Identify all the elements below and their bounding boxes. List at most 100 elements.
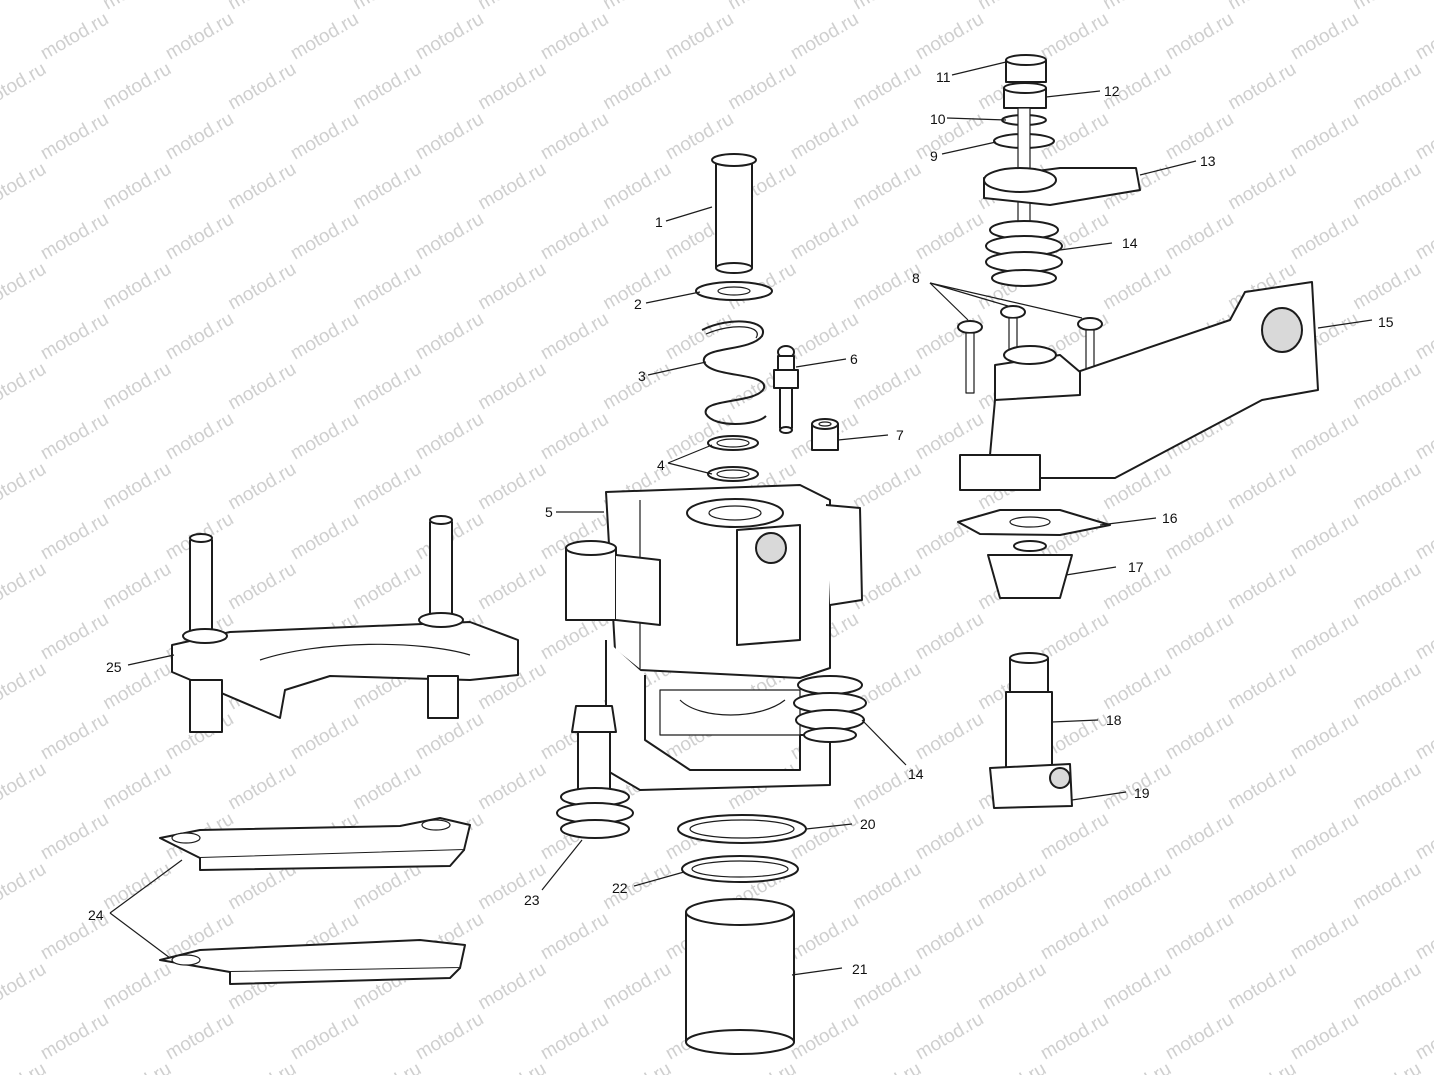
watermark-text: motod.ru: [850, 359, 925, 415]
watermark-text: motod.ru: [225, 559, 300, 615]
watermark-text: motod.ru: [162, 1009, 237, 1065]
watermark-text: motod.ru: [1350, 659, 1425, 715]
watermark-text: motod.ru: [850, 459, 925, 515]
watermark-text: motod.ru: [350, 59, 425, 115]
callout-labels: 1 2 3 4 5 6 7 8 9 10 11 12 13 14 14 15 1…: [88, 69, 1394, 977]
watermark-text: motod.ru: [350, 559, 425, 615]
watermark-text: motod.ru: [350, 459, 425, 515]
watermark-text: motod.ru: [787, 9, 862, 65]
watermark-text: motod.ru: [1412, 509, 1434, 565]
watermark-text: motod.ru: [100, 759, 175, 815]
callout-21: 21: [852, 961, 868, 977]
watermark-text: motod.ru: [1412, 909, 1434, 965]
watermark-text: motod.ru: [912, 309, 987, 365]
watermark-text: motod.ru: [662, 309, 737, 365]
watermark-text: motod.ru: [37, 509, 112, 565]
callout-5: 5: [545, 504, 553, 520]
watermark-text: motod.ru: [287, 309, 362, 365]
part-23-sleeve: [556, 705, 634, 839]
watermark-text: motod.ru: [0, 859, 50, 915]
watermark-text: motod.ru: [0, 759, 50, 815]
watermark-text: motod.ru: [350, 759, 425, 815]
watermark-text: motod.ru: [850, 1059, 925, 1075]
watermark-text: motod.ru: [975, 1059, 1050, 1075]
watermark-text: motod.ru: [1350, 859, 1425, 915]
watermark-text: motod.ru: [537, 9, 612, 65]
watermark-text: motod.ru: [1412, 809, 1434, 865]
watermark-text: motod.ru: [1225, 559, 1300, 615]
watermark-text: motod.ru: [1412, 209, 1434, 265]
callout-11: 11: [936, 69, 951, 85]
callout-20: 20: [860, 816, 876, 832]
watermark-text: motod.ru: [0, 659, 50, 715]
watermark-text: motod.ru: [850, 859, 925, 915]
watermark-text: motod.ru: [1037, 609, 1112, 665]
callout-19: 19: [1134, 785, 1150, 801]
watermark-text: motod.ru: [537, 109, 612, 165]
watermark-text: motod.ru: [537, 309, 612, 365]
watermark-text: motod.ru: [912, 209, 987, 265]
watermark-text: motod.ru: [1225, 0, 1300, 14]
watermark-text: motod.ru: [37, 709, 112, 765]
watermark-text: motod.ru: [1287, 809, 1362, 865]
watermark-text: motod.ru: [475, 0, 550, 14]
watermark-text: motod.ru: [912, 1009, 987, 1065]
part-3-spring: [701, 320, 767, 425]
callout-14-upper: 14: [1122, 235, 1138, 251]
watermark-text: motod.ru: [0, 1059, 50, 1075]
watermark-text: motod.ru: [225, 1059, 300, 1075]
watermark-text: motod.ru: [1287, 909, 1362, 965]
watermark-text: motod.ru: [1225, 59, 1300, 115]
callout-3: 3: [638, 368, 646, 384]
watermark-text: motod.ru: [787, 909, 862, 965]
watermark-text: motod.ru: [287, 709, 362, 765]
watermark-text: motod.ru: [412, 309, 487, 365]
watermark-text: motod.ru: [100, 159, 175, 215]
watermark-text: motod.ru: [1350, 759, 1425, 815]
watermark-text: motod.ru: [475, 759, 550, 815]
watermark-text: motod.ru: [1037, 1009, 1112, 1065]
callout-7: 7: [896, 427, 904, 443]
part-1-pin: [711, 153, 757, 274]
watermark-text: motod.ru: [1225, 459, 1300, 515]
watermark-text: motod.ru: [1162, 809, 1237, 865]
watermark-text: motod.ru: [1100, 959, 1175, 1015]
watermark-text: motod.ru: [412, 9, 487, 65]
watermark-text: motod.ru: [1350, 959, 1425, 1015]
watermark-text: motod.ru: [0, 459, 50, 515]
watermark-text: motod.ru: [1162, 609, 1237, 665]
watermark-text: motod.ru: [350, 259, 425, 315]
part-15-arm: [959, 281, 1319, 491]
watermark-text: motod.ru: [350, 359, 425, 415]
watermark-text: motod.ru: [1412, 9, 1434, 65]
watermark-text: motod.ru: [1412, 409, 1434, 465]
watermark-text: motod.ru: [912, 9, 987, 65]
watermark-text: motod.ru: [1162, 209, 1237, 265]
watermark-text: motod.ru: [1225, 859, 1300, 915]
watermark-text: motod.ru: [1100, 1059, 1175, 1075]
watermark-text: motod.ru: [1350, 359, 1425, 415]
watermark-text: motod.ru: [537, 409, 612, 465]
watermark-text: motod.ru: [225, 359, 300, 415]
watermark-text: motod.ru: [1287, 709, 1362, 765]
watermark-text: motod.ru: [0, 159, 50, 215]
watermark-text: motod.ru: [600, 359, 675, 415]
callout-23: 23: [524, 892, 540, 908]
watermark-text: motod.ru: [975, 959, 1050, 1015]
watermark-text: motod.ru: [912, 609, 987, 665]
watermark-text: motod.ru: [162, 209, 237, 265]
watermark-text: motod.ru: [475, 459, 550, 515]
part-14-boot-lower: [793, 675, 867, 743]
watermark-text: motod.ru: [0, 959, 50, 1015]
watermark-text: motod.ru: [412, 109, 487, 165]
watermark-text: motod.ru: [100, 1059, 175, 1075]
watermark-text: motod.ru: [412, 1009, 487, 1065]
watermark-text: motod.ru: [725, 1059, 800, 1075]
watermark-text: motod.ru: [600, 859, 675, 915]
watermark-text: motod.ru: [1100, 259, 1175, 315]
watermark-text: motod.ru: [1225, 659, 1300, 715]
watermark-text: motod.ru: [37, 9, 112, 65]
watermark-text: motod.ru: [787, 1009, 862, 1065]
callout-2: 2: [634, 296, 642, 312]
watermark-text: motod.ru: [787, 109, 862, 165]
